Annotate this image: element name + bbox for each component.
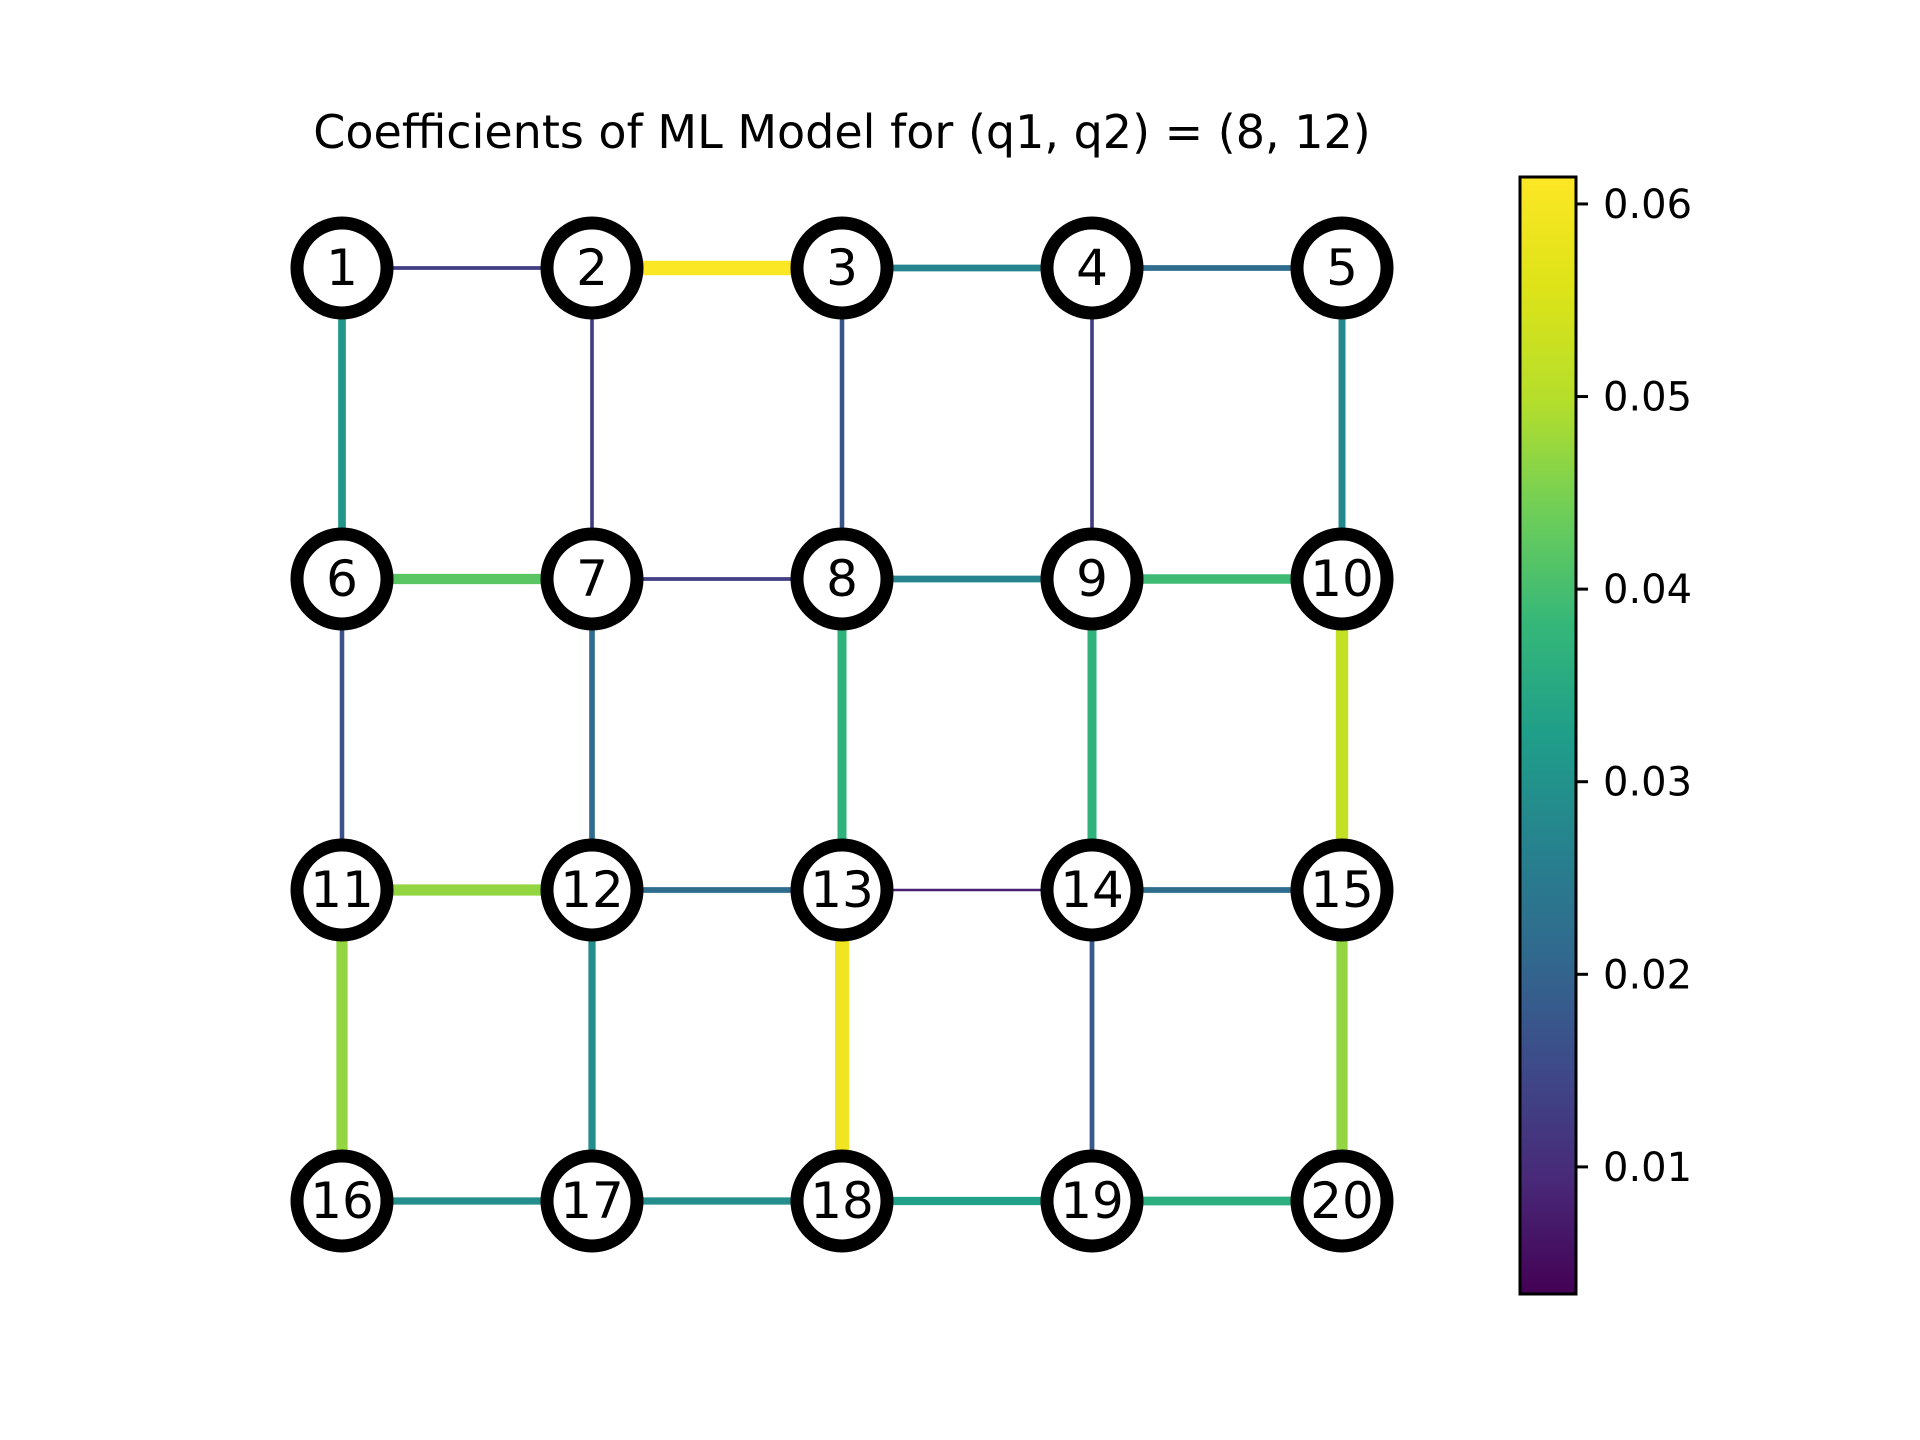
node-label: 3	[826, 239, 858, 297]
node-label: 6	[326, 550, 358, 608]
node-label: 2	[576, 239, 608, 297]
node-circle	[540, 838, 644, 942]
node-label: 17	[560, 1172, 624, 1230]
node-label: 7	[576, 550, 608, 608]
node-circle	[290, 1149, 394, 1253]
node-label: 5	[1326, 239, 1358, 297]
node-18: 18	[790, 1149, 894, 1253]
node-label: 15	[1310, 861, 1374, 919]
node-7: 7	[540, 527, 644, 631]
colorbar: 0.01 0.02 0.03 0.04 0.05 0.06	[1518, 175, 1692, 1296]
node-circle	[290, 527, 394, 631]
node-6: 6	[290, 527, 394, 631]
edges-layer	[336, 260, 1349, 1206]
colorbar-tick-label: 0.02	[1603, 952, 1692, 998]
node-15: 15	[1290, 838, 1394, 942]
node-20: 20	[1290, 1149, 1394, 1253]
node-label: 12	[560, 861, 624, 919]
node-16: 16	[290, 1149, 394, 1253]
node-label: 14	[1060, 861, 1124, 919]
node-circle	[1040, 527, 1144, 631]
colorbar-tick-label: 0.03	[1603, 760, 1692, 806]
node-13: 13	[790, 838, 894, 942]
node-label: 20	[1310, 1172, 1374, 1230]
colorbar-ticks: 0.01 0.02 0.03 0.04 0.05 0.06	[1576, 182, 1692, 1191]
node-circle	[290, 216, 394, 320]
node-label: 11	[310, 861, 374, 919]
node-5: 5	[1290, 216, 1394, 320]
node-circle	[1040, 1149, 1144, 1253]
node-12: 12	[540, 838, 644, 942]
node-label: 9	[1076, 550, 1108, 608]
node-label: 1	[326, 239, 358, 297]
colorbar-tick-label: 0.05	[1603, 375, 1692, 421]
node-label: 8	[826, 550, 858, 608]
node-8: 8	[790, 527, 894, 631]
node-circle	[290, 838, 394, 942]
node-circle	[790, 216, 894, 320]
node-label: 19	[1060, 1172, 1124, 1230]
colorbar-gradient	[1518, 175, 1578, 1296]
node-circle	[790, 527, 894, 631]
node-19: 19	[1040, 1149, 1144, 1253]
node-label: 18	[810, 1172, 874, 1230]
node-circle	[1290, 216, 1394, 320]
node-3: 3	[790, 216, 894, 320]
node-circle	[1290, 838, 1394, 942]
node-11: 11	[290, 838, 394, 942]
colorbar-tick-label: 0.01	[1603, 1145, 1692, 1191]
colorbar-tick-label: 0.06	[1603, 182, 1692, 228]
node-9: 9	[1040, 527, 1144, 631]
node-circle	[790, 838, 894, 942]
colorbar-tick-label: 0.04	[1603, 567, 1692, 613]
node-circle	[790, 1149, 894, 1253]
node-1: 1	[290, 216, 394, 320]
node-circle	[540, 216, 644, 320]
node-14: 14	[1040, 838, 1144, 942]
node-label: 10	[1310, 550, 1374, 608]
node-label: 16	[310, 1172, 374, 1230]
node-circle	[1040, 216, 1144, 320]
node-circle	[1040, 838, 1144, 942]
node-2: 2	[540, 216, 644, 320]
node-17: 17	[540, 1149, 644, 1253]
node-label: 4	[1076, 239, 1108, 297]
node-circle	[1290, 1149, 1394, 1253]
node-label: 13	[810, 861, 874, 919]
node-10: 10	[1290, 527, 1394, 631]
node-circle	[540, 1149, 644, 1253]
node-4: 4	[1040, 216, 1144, 320]
chart-title: Coefficients of ML Model for (q1, q2) = …	[313, 105, 1370, 159]
node-circle	[1290, 527, 1394, 631]
node-circle	[540, 527, 644, 631]
